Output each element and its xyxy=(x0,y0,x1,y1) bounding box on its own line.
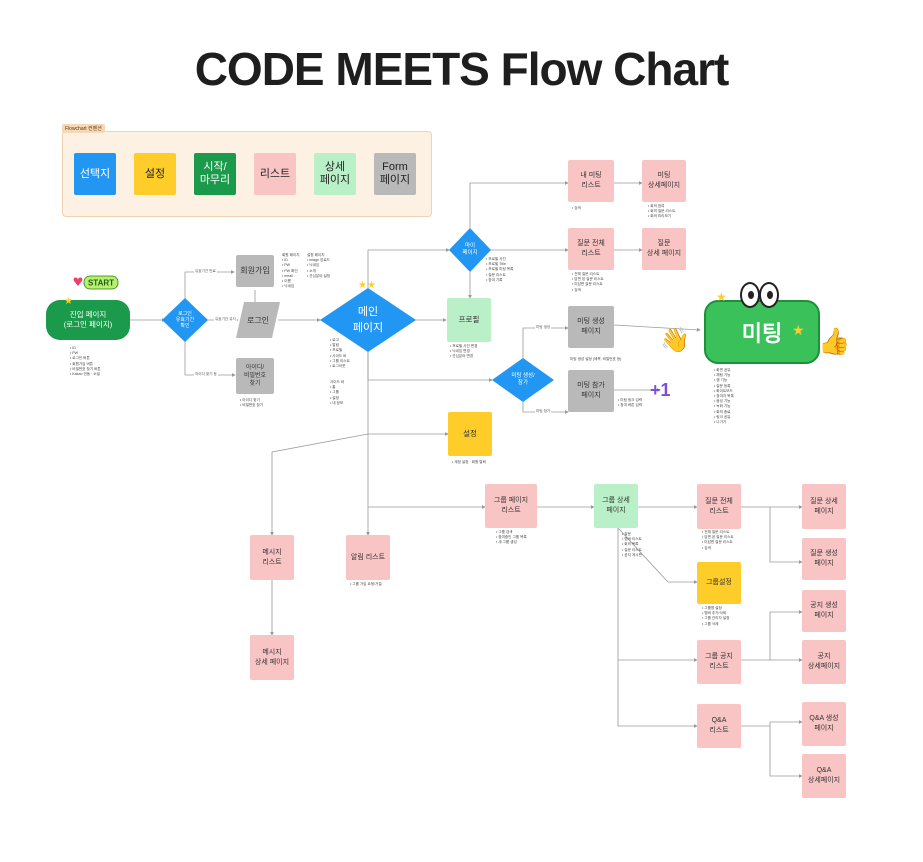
node-meeting-detail[interactable]: 미팅 상세페이지 xyxy=(642,160,686,202)
note-profile: • 프로필 사진 변경 • 닉네임 변경 • 관심분야 변경 xyxy=(450,344,478,359)
node-profile[interactable]: 프로필 xyxy=(447,298,491,342)
node-my-meeting-list[interactable]: 내 미팅 리스트 xyxy=(568,160,614,202)
note-settings: • 계정 설정 · 회원 탈퇴 xyxy=(452,460,486,464)
note-main: • 로고 • 알림 • 프로필 • 사이드 바 • 그룹 리스트 • 로그아웃 xyxy=(330,338,350,369)
node-question-all-list[interactable]: 질문 전체 리스트 xyxy=(568,228,614,270)
star-icon: ★ xyxy=(64,296,73,307)
node-qa-detail[interactable]: Q&A 상세페이지 xyxy=(802,754,846,798)
eyes-icon xyxy=(740,282,780,308)
note-my-meeting: • 검색 xyxy=(572,206,581,210)
node-notice-detail[interactable]: 공지 상세페이지 xyxy=(802,640,846,684)
note-meeting-detail: • 회의 참여 • 회의 질문 리스트 • 회의 미리보기 xyxy=(648,204,676,219)
node-meeting-create-join-label: 미팅 생성/ 참가 xyxy=(511,373,535,386)
node-qa-list[interactable]: Q&A 리스트 xyxy=(697,704,741,748)
node-signup[interactable]: 회원가입 xyxy=(236,255,274,287)
note-alarm: • 그룹 가입 요청/거절 xyxy=(350,582,382,586)
legend-item-list: 리스트 xyxy=(254,153,296,195)
note-question-all: • 전체 질문 리스트 • 답변 된 질문 리스트 • 미답변 질문 리스트 •… xyxy=(572,272,604,292)
node-meeting-join-page[interactable]: 미팅 참가 페이지 xyxy=(568,370,614,412)
node-group-question-detail[interactable]: 질문 상세 페이지 xyxy=(802,484,846,529)
node-message-detail[interactable]: 메시지 상세 페이지 xyxy=(250,635,294,680)
node-message-list[interactable]: 메시지 리스트 xyxy=(250,535,294,580)
note-entry: • ID • PW • 로그인 버튼 • 회원가입 버튼 • 비밀번호 찾기 버… xyxy=(70,346,101,377)
star-icon: ★ xyxy=(792,322,805,338)
node-group-question-create[interactable]: 질문 생성 페이지 xyxy=(802,538,846,580)
legend-tag: Flowchart 컨벤션 xyxy=(62,124,105,133)
node-qa-create[interactable]: Q&A 생성 페이지 xyxy=(802,702,846,746)
node-notice-create[interactable]: 공지 생성 페이지 xyxy=(802,590,846,632)
node-entry-page[interactable]: 진입 페이지 (로그인 페이지) xyxy=(46,300,130,340)
node-my-page[interactable]: 마이 페이지 xyxy=(449,228,491,272)
node-login-label: 로그인 xyxy=(246,315,270,325)
legend-item-form: Form 페이지 xyxy=(374,153,416,195)
node-my-page-label: 마이 페이지 xyxy=(462,243,478,256)
note-meeting-create: 미팅 생성 설정 (제목, 비밀번호 등) xyxy=(570,357,622,361)
note-group-question-all: • 전체 질문 리스트 • 답변 된 질문 리스트 • 미답변 질문 리스트 •… xyxy=(702,530,734,550)
legend-item-detail: 상세 페이지 xyxy=(314,153,356,195)
legend-item-choice: 선택지 xyxy=(74,153,116,195)
node-login-check[interactable]: 로그인 유효기간 확인 xyxy=(162,298,208,342)
node-group-settings[interactable]: 그룹설정 xyxy=(697,562,741,604)
node-meeting-create-page[interactable]: 미팅 생성 페이지 xyxy=(568,306,614,348)
note-meeting: • 화면 공유 • 채팅 기능 • 캠 기능 • 질문 등록 • 화이트보드 •… xyxy=(714,368,734,425)
start-sticker: START xyxy=(73,275,119,290)
edge-label-create: 미팅 생성 xyxy=(535,325,552,330)
page-title: CODE MEETS Flow Chart xyxy=(194,43,730,95)
note-main-sidebar: 사이드 바 • 홈 • 그룹 • 설정 • 내 정보 xyxy=(330,380,345,405)
node-meeting-create-join[interactable]: 미팅 생성/ 참가 xyxy=(492,358,554,402)
edge-label-expired: 유효기간 만료 xyxy=(194,269,217,274)
edge-label-valid: 유효기간 유지 xyxy=(214,317,237,322)
legend-item-start-end: 시작/ 마무리 xyxy=(194,153,236,195)
note-find: • 아이디 찾기 • 비밀번호 찾기 xyxy=(240,398,264,408)
node-find-id-pw[interactable]: 아이디/ 비밀번호 찾기 xyxy=(236,358,274,394)
note-my: • 프로필 사진 • 프로필 Title • 프로필 미팅 목록 • 질문 리스… xyxy=(486,257,514,282)
star-icon: ★★ xyxy=(358,280,376,291)
legend-item-settings: 설정 xyxy=(134,153,176,195)
node-group-question-all[interactable]: 질문 전체 리스트 xyxy=(697,484,741,529)
node-login[interactable]: 로그인 xyxy=(236,302,280,338)
node-login-check-label: 로그인 유효기간 확인 xyxy=(175,311,195,329)
star-icon: ★ xyxy=(716,290,727,304)
clap-hand-icon: 👋 xyxy=(660,327,690,354)
node-main-label: 메인 페이지 xyxy=(352,306,384,334)
start-sticker-text: START xyxy=(88,279,114,288)
node-alarm-list[interactable]: 알림 리스트 xyxy=(346,535,390,580)
note-signup-2: 설정 페이지 • image 업로드 • 닉네임 • 소개 • 관심분야 설정 xyxy=(307,253,331,278)
node-main-page[interactable]: 메인 페이지 xyxy=(320,288,416,352)
note-group-detail: • 질문 • 멤버 리스트 • 회의 목록 • 질문 리스트 • 공지 게시판 xyxy=(622,532,642,557)
thumbs-up-icon: 👍 xyxy=(818,326,851,356)
note-meeting-join: • 미팅 링크 입력 • 참여 버튼 입력 xyxy=(618,398,643,408)
edge-label-find: 아이디 찾기 등 xyxy=(194,372,218,377)
note-group-settings: • 그룹명 설정 • 멤버 추가/삭제 • 그룹 관리자 설정 • 그룹 삭제 xyxy=(702,606,730,626)
node-question-detail[interactable]: 질문 상세 페이지 xyxy=(642,228,686,270)
node-notice-list[interactable]: 그룹 공지 리스트 xyxy=(697,640,741,684)
edge-label-join: 미팅 참가 xyxy=(535,409,552,414)
node-settings[interactable]: 설정 xyxy=(448,412,492,456)
node-group-detail[interactable]: 그룹 상세 페이지 xyxy=(594,484,638,528)
note-signup: 회원 페이지 • ID • PW • PW 확인 • email • 이름 • … xyxy=(282,253,300,289)
node-group-page-list[interactable]: 그룹 페이지 리스트 xyxy=(485,484,537,528)
node-meeting-sticker[interactable]: 미팅 xyxy=(704,300,820,364)
plus-one-icon: +1 xyxy=(650,380,671,400)
note-group-page: • 그룹 검색 • 참여중인 그룹 목록 • 새 그룹 생성 xyxy=(496,530,527,545)
legend-panel xyxy=(62,131,432,217)
